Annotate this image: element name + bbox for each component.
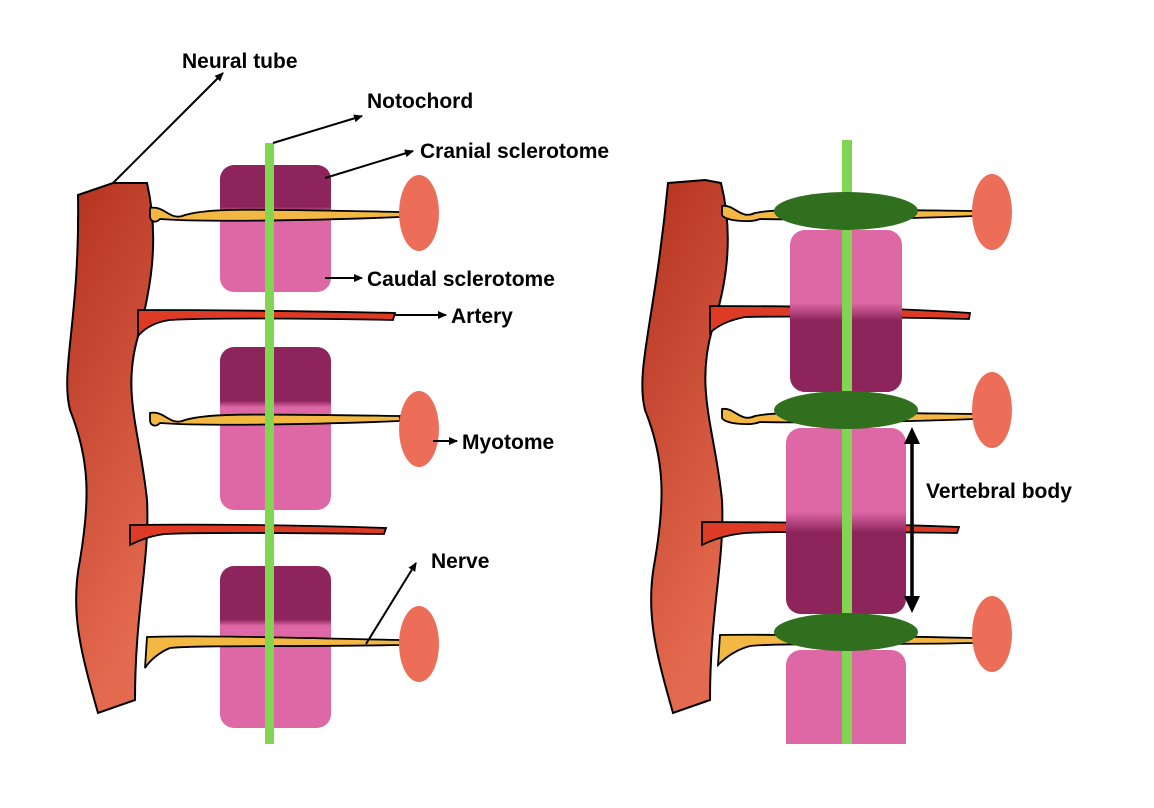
label-neural-tube: Neural tube — [182, 50, 298, 73]
nerve-leader — [365, 562, 417, 645]
label-notochord: Notochord — [367, 90, 473, 113]
vertebral-body-span-arrow — [904, 427, 920, 613]
myotome-right-1 — [972, 174, 1012, 250]
label-caudal-sclerotome: Caudal sclerotome — [367, 268, 555, 291]
right-panel: Vertebral body — [641, 140, 1072, 744]
artery-2 — [129, 523, 388, 547]
myotome-right-2 — [972, 372, 1012, 448]
myotome-left-2 — [399, 391, 439, 467]
nerve-3 — [144, 635, 401, 669]
neural-tube-right — [641, 178, 729, 715]
intervertebral-disc-3 — [774, 613, 918, 651]
intervertebral-disc-2 — [774, 391, 918, 429]
sclerotome-block-3 — [220, 566, 331, 728]
notochord-left — [265, 143, 274, 744]
nerve-2 — [149, 411, 401, 427]
myotome-left-3 — [399, 606, 439, 682]
label-myotome: Myotome — [462, 431, 554, 454]
label-vertebral-body: Vertebral body — [926, 480, 1072, 503]
sclerotome-block-2 — [220, 347, 331, 510]
label-cranial-sclerotome: Cranial sclerotome — [420, 140, 609, 163]
neural-tube-left — [66, 182, 155, 715]
myotome-left-1 — [399, 175, 439, 251]
notochord-right — [842, 140, 852, 744]
notochord-leader — [272, 114, 363, 144]
myotome-right-3 — [972, 596, 1012, 672]
nerve-1 — [149, 206, 401, 223]
sclerotome-block-1 — [220, 165, 331, 292]
intervertebral-disc-1 — [774, 192, 918, 230]
artery-1 — [137, 309, 397, 339]
cranial-sclerotome-leader — [324, 149, 414, 179]
label-nerve: Nerve — [431, 550, 489, 573]
label-artery: Artery — [451, 305, 513, 328]
neural-tube-leader — [112, 72, 224, 184]
left-panel: Neural tube Notochord Cranial sclerotome… — [66, 50, 609, 744]
